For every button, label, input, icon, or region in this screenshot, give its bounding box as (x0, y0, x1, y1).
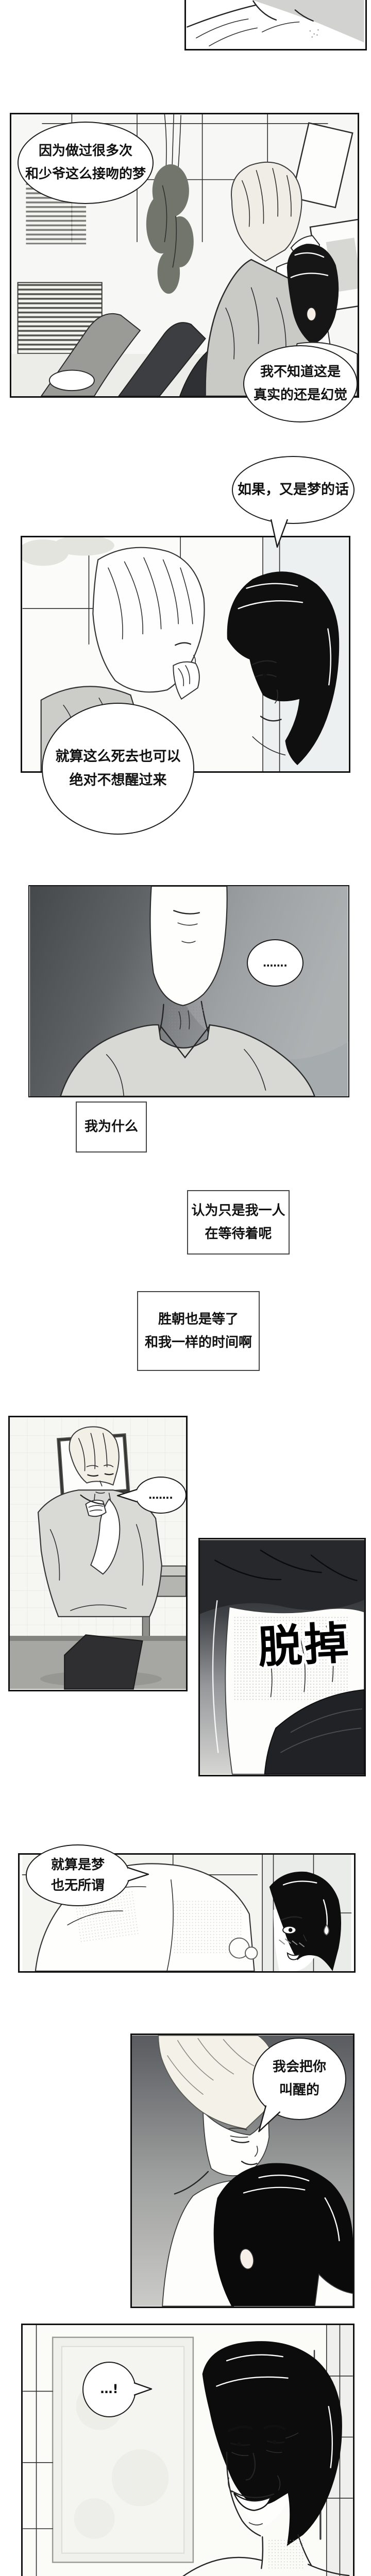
speech-text: 因为做过很多次 (38, 143, 132, 159)
panel-4-art (30, 886, 348, 1096)
caption-text: 在等待着呢 (205, 1226, 272, 1242)
sfx-text: 脱掉 (256, 1617, 352, 1674)
speech-text: 也无所谓 (50, 1878, 105, 1893)
bubble-tail (116, 1488, 138, 1503)
speech-text: 绝对不想醒过来 (69, 772, 167, 788)
panel-9 (21, 2324, 355, 2576)
caption-box-2: 认为只是我一人 在等待着呢 (187, 1190, 290, 1255)
caption-text: 和我一样的时间啊 (144, 1334, 252, 1350)
speech-bubble-4: 就算这么死去也可以 绝对不想醒过来 (42, 703, 194, 835)
panel-5 (8, 1416, 188, 1691)
speech-bubble-5: ……. (247, 939, 303, 987)
speech-text: 我会把你 (272, 2059, 326, 2075)
speech-text: 叫醒的 (279, 2082, 319, 2098)
speech-text: …! (100, 2382, 119, 2397)
caption-box-1: 我为什么 (76, 1101, 147, 1153)
speech-bubble-3: 如果，又是梦的话 (232, 456, 355, 524)
bubble-tail (127, 1867, 149, 1882)
caption-text: 我为什么 (84, 1119, 138, 1135)
panel-5-art (10, 1418, 186, 1690)
panel-9-art (23, 2325, 353, 2576)
speech-text: ……. (263, 956, 288, 969)
bubble-tail (133, 2382, 153, 2396)
bubble-tail (258, 2105, 281, 2132)
speech-text: 真实的还是幻觉 (253, 387, 347, 403)
speech-bubble-9: …! (82, 2362, 136, 2417)
speech-bubble-2: 我不知道这是 真实的还是幻觉 (243, 345, 358, 422)
speech-bubble-1: 因为做过很多次 和少爷这么接吻的梦 (18, 122, 154, 204)
speech-text: 和少爷这么接吻的梦 (25, 166, 146, 182)
caption-box-3: 胜朝也是等了 和我一样的时间啊 (137, 1291, 260, 1371)
bubble-tail (270, 519, 289, 548)
speech-text: 就算是梦 (50, 1857, 105, 1873)
speech-text: 我不知道这是 (260, 364, 341, 380)
panel-1-art (187, 0, 364, 49)
caption-text: 认为只是我一人 (191, 1202, 285, 1218)
speech-bubble-8: 我会把你 叫醒的 (252, 2038, 346, 2120)
panel-6 (198, 1538, 366, 1776)
panel-4 (28, 885, 349, 1097)
speech-bubble-6: ……. (135, 1477, 187, 1514)
speech-text: 如果，又是梦的话 (238, 481, 349, 498)
speech-text: ……. (148, 1488, 173, 1501)
speech-bubble-7: 就算是梦 也无所谓 (26, 1844, 130, 1906)
caption-text: 胜朝也是等了 (158, 1311, 239, 1327)
speech-text: 就算这么死去也可以 (55, 748, 181, 765)
panel-1 (184, 0, 367, 50)
panel-6-art (200, 1540, 364, 1775)
